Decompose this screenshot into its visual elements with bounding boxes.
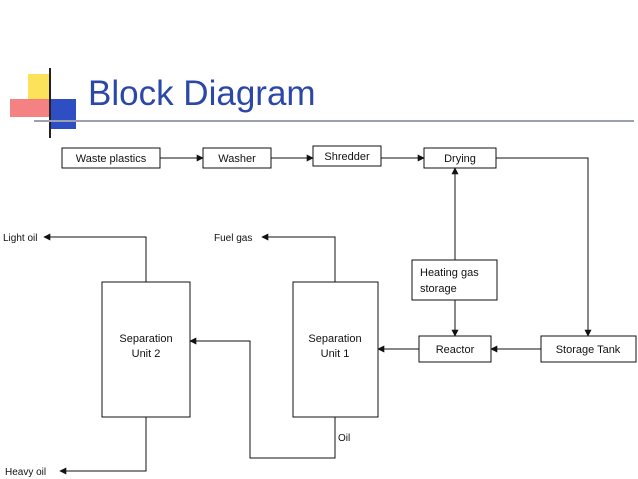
node-storage-tank-label: Storage Tank <box>556 344 621 356</box>
node-separation-unit-1-label-line2: Unit 1 <box>321 348 350 360</box>
node-storage-tank: Storage Tank <box>540 335 637 363</box>
node-reactor-label: Reactor <box>436 344 475 356</box>
node-washer: Washer <box>202 147 272 169</box>
decor-vertical-line <box>49 68 51 138</box>
decor-blue-square <box>50 99 76 129</box>
edge-separation-2-to-heavy-oil <box>59 417 147 475</box>
node-separation-unit-2-label-line1: Separation <box>119 333 172 345</box>
node-shredder-label: Shredder <box>324 151 370 163</box>
output-heavy-oil: Heavy oil <box>5 467 46 478</box>
node-heating-gas-storage: Heating gas storage <box>411 259 498 301</box>
node-separation-unit-2: Separation Unit 2 <box>101 281 191 418</box>
title-underline <box>34 120 634 122</box>
node-waste-plastics: Waste plastics <box>61 147 161 169</box>
node-waste-plastics-label: Waste plastics <box>76 153 147 165</box>
node-heating-gas-storage-label-line2: storage <box>420 283 457 295</box>
node-shredder: Shredder <box>312 145 382 167</box>
edge-drying-to-storage-tank <box>496 157 592 337</box>
output-oil: Oil <box>338 433 350 444</box>
decor-yellow-square <box>28 74 50 100</box>
node-drying-label: Drying <box>444 153 476 165</box>
slide-title: Block Diagram <box>88 74 316 113</box>
node-separation-unit-2-label-line2: Unit 2 <box>132 348 161 360</box>
node-heating-gas-storage-label-line1: Heating gas <box>420 267 479 279</box>
node-separation-unit-1-label-line1: Separation <box>308 333 361 345</box>
edge-separation-1-to-fuel-gas <box>261 233 336 282</box>
output-fuel-gas: Fuel gas <box>214 233 252 244</box>
edge-separation-1-oil-to-separation-2 <box>189 337 336 459</box>
node-separation-unit-1: Separation Unit 1 <box>292 281 379 418</box>
node-washer-label: Washer <box>218 153 256 165</box>
node-reactor: Reactor <box>418 335 492 363</box>
node-drying: Drying <box>423 147 497 169</box>
edge-separation-2-to-light-oil <box>43 233 147 282</box>
output-light-oil: Light oil <box>3 233 37 244</box>
decor-red-square <box>10 99 50 117</box>
